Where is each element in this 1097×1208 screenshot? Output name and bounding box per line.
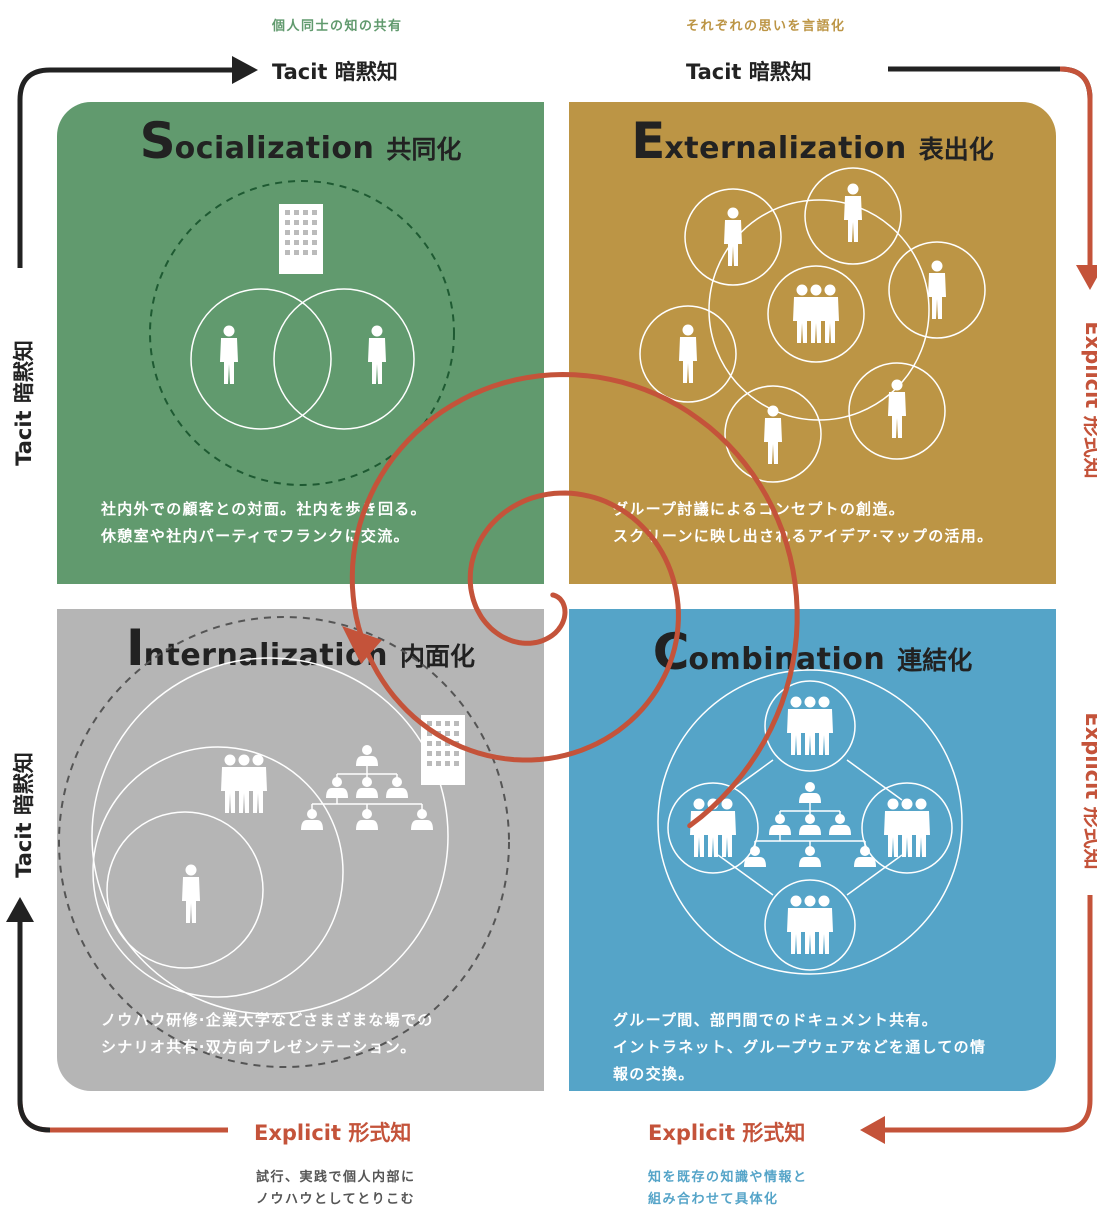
socialization-caption: 個人同士の知の共有 — [272, 19, 403, 34]
top-left-tacit-label: Tacit 暗黙知 — [272, 60, 398, 84]
org-chart-icon — [301, 745, 433, 830]
person-icon — [764, 405, 782, 464]
group-icon — [221, 755, 267, 814]
arrow-up-icon — [6, 897, 34, 922]
internalization-graphic — [58, 616, 510, 1068]
combination-caption-line2: 組み合わせて具体化 — [648, 1192, 779, 1207]
top-right-tacit-label: Tacit 暗黙知 — [686, 60, 812, 84]
combination-graphic — [657, 669, 963, 975]
internalization-caption-line2: ノウハウとしてとりこむ — [256, 1192, 416, 1207]
person-icon — [220, 325, 238, 384]
group-icon — [884, 799, 930, 858]
group-icon — [793, 285, 839, 344]
bottom-right-explicit-label: Explicit 形式知 — [648, 1121, 806, 1145]
person-icon — [679, 324, 697, 383]
externalization-graphic — [639, 167, 986, 483]
arrow-right-icon — [232, 56, 258, 84]
person-icon — [844, 183, 862, 242]
tacit-to-explicit-arrow — [888, 66, 1097, 290]
left-upper-tacit-label: Tacit 暗黙知 — [12, 340, 36, 466]
arrow-left-icon — [860, 1116, 885, 1144]
bottom-left-explicit-label: Explicit 形式知 — [254, 1121, 412, 1145]
group-icon — [787, 896, 833, 955]
arrow-down-icon — [1076, 265, 1097, 290]
explicit-to-tacit-arrow — [6, 897, 228, 1133]
tacit-arrow — [17, 56, 258, 268]
building-icon — [279, 204, 323, 274]
internalization-caption-line1: 試行、実践で個人内部に — [256, 1170, 416, 1185]
explicit-bottom-arrow — [860, 895, 1093, 1144]
spiral-arrowhead-icon — [342, 626, 382, 664]
right-lower-explicit-label: Explicit 形式知 — [1081, 712, 1097, 870]
externalization-caption: それぞれの思いを言語化 — [686, 19, 846, 34]
left-lower-tacit-label: Tacit 暗黙知 — [12, 752, 36, 878]
externalization-description: グループ討議によるコンセプトの創造。 スクリーンに映し出されるアイデア·マップの… — [613, 500, 994, 545]
combination-description: グループ間、部門間でのドキュメント共有。 イントラネット、グループウェアなどを通… — [613, 1011, 987, 1083]
person-icon — [368, 325, 386, 384]
person-icon — [888, 379, 906, 438]
socialization-description: 社内外での顧客との対面。社内を歩き回る。 休憩室や社内パーティでフランクに交流。 — [101, 500, 427, 545]
combination-caption-line1: 知を既存の知識や情報と — [648, 1170, 808, 1185]
person-icon — [724, 207, 742, 266]
org-chart-icon — [744, 782, 876, 867]
group-icon — [787, 697, 833, 756]
right-upper-explicit-label: Explicit 形式知 — [1081, 321, 1097, 479]
person-icon — [928, 260, 946, 319]
person-icon — [182, 864, 200, 923]
knowledge-spiral — [342, 371, 800, 829]
socialization-graphic — [149, 180, 455, 486]
internalization-description: ノウハウ研修·企業大学などさまざまな場での シナリオ共有·双方向プレゼンテーショ… — [101, 1011, 434, 1056]
